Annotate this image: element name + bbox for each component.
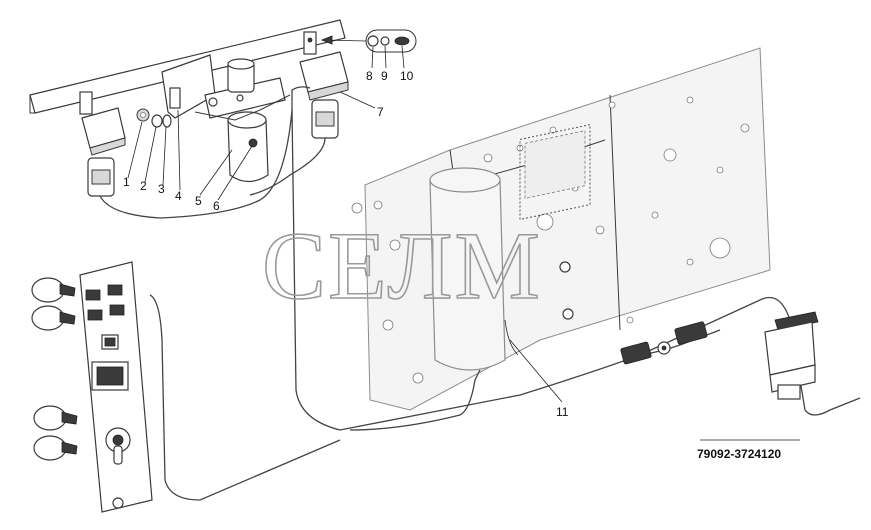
callout-5: 5 (195, 194, 202, 208)
relay-block-11 (504, 123, 591, 356)
callout-7: 7 (377, 105, 384, 119)
watermark-text: СЕЛМ (262, 212, 542, 319)
nuts-washers-1-3 (136, 108, 172, 128)
callout-6: 6 (213, 199, 220, 213)
callout-9: 9 (381, 69, 388, 83)
fasteners-8-10 (320, 29, 417, 53)
relay-right-7 (299, 51, 349, 139)
harness-connectors (620, 321, 708, 365)
part-number-label: 79092-3724120 (697, 447, 781, 461)
callout-1: 1 (123, 175, 130, 189)
callout-8: 8 (366, 69, 373, 83)
cylinder-component (429, 167, 506, 371)
callout-4: 4 (175, 189, 182, 203)
callout-10: 10 (400, 69, 414, 83)
leader-lines (127, 45, 800, 441)
callout-2: 2 (140, 179, 147, 193)
connector-block (764, 311, 819, 400)
callout-3: 3 (158, 182, 165, 196)
lamp-sockets (31, 277, 78, 461)
relay-left (81, 107, 126, 197)
callout-11: 11 (556, 405, 569, 419)
starter-relay-assembly (161, 54, 291, 183)
switch-panel (79, 261, 153, 513)
